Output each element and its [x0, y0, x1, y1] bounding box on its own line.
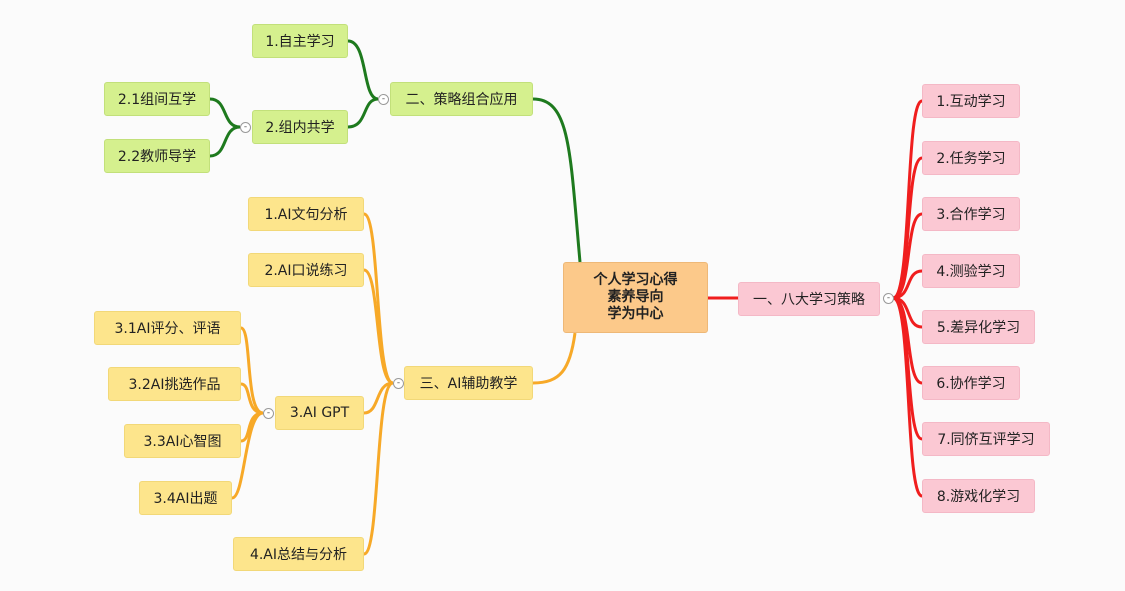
node-self-study[interactable]: 1.自主学习 [252, 24, 348, 58]
node-strategy[interactable]: 8.游戏化学习 [922, 479, 1035, 513]
node-ai-gpt[interactable]: 3.AI GPT [275, 396, 364, 430]
collapse-toggle[interactable]: - [240, 122, 251, 133]
branch-ai-teaching[interactable]: 三、AI辅助教学 [404, 366, 533, 400]
node-strategy[interactable]: 7.同侪互评学习 [922, 422, 1050, 456]
node-group-study[interactable]: 2.组内共学 [252, 110, 348, 144]
node-strategy[interactable]: 4.测验学习 [922, 254, 1020, 288]
root-line-3: 学为中心 [607, 306, 664, 322]
root-line-2: 素养导向 [607, 289, 664, 305]
node-strategy[interactable]: 5.差异化学习 [922, 310, 1035, 344]
collapse-toggle[interactable]: - [393, 378, 404, 389]
root-line-1: 个人学习心得 [593, 272, 678, 288]
node-strategy[interactable]: 6.协作学习 [922, 366, 1020, 400]
node-ai-sentence[interactable]: 1.AI文句分析 [248, 197, 364, 231]
node-ai-summary[interactable]: 4.AI总结与分析 [233, 537, 364, 571]
node-ai-quiz[interactable]: 3.4AI出题 [139, 481, 232, 515]
node-teacher-guided[interactable]: 2.2教师导学 [104, 139, 210, 173]
collapse-toggle[interactable]: - [883, 293, 894, 304]
node-inter-group[interactable]: 2.1组间互学 [104, 82, 210, 116]
node-strategy[interactable]: 1.互动学习 [922, 84, 1020, 118]
collapse-toggle[interactable]: - [263, 408, 274, 419]
branch-strategy-combination[interactable]: 二、策略组合应用 [390, 82, 533, 116]
node-ai-speaking[interactable]: 2.AI口说练习 [248, 253, 364, 287]
node-ai-scoring[interactable]: 3.1AI评分、评语 [94, 311, 241, 345]
node-strategy[interactable]: 2.任务学习 [922, 141, 1020, 175]
root-node[interactable]: 个人学习心得 素养导向 学为中心 [563, 262, 708, 333]
branch-eight-strategies[interactable]: 一、八大学习策略 [738, 282, 880, 316]
node-ai-select[interactable]: 3.2AI挑选作品 [108, 367, 241, 401]
node-strategy[interactable]: 3.合作学习 [922, 197, 1020, 231]
node-ai-mindmap[interactable]: 3.3AI心智图 [124, 424, 241, 458]
collapse-toggle[interactable]: - [378, 94, 389, 105]
